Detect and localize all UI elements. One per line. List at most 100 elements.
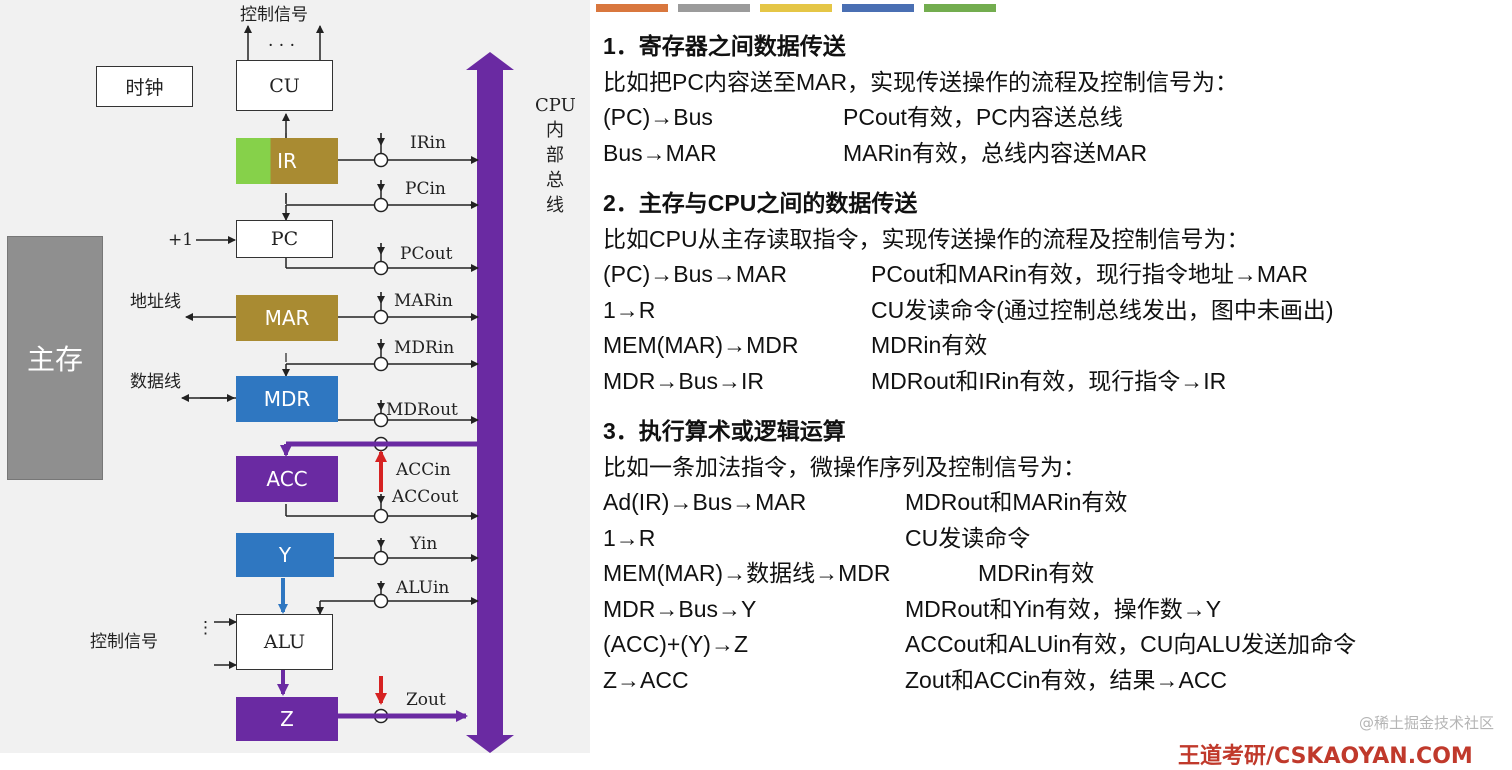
mar-label: MAR [264,306,310,330]
main-memory-block: 主存 [7,236,103,480]
operation-text: MEM(MAR)→数据线→MDR [603,560,891,586]
address-line-label: 地址线 [130,292,181,312]
operation-row: MDR→Bus→Y MDRout和Yin有效，操作数→Y [603,592,1503,628]
signal-yin: Yin [410,534,438,554]
acc-highlight-path [280,441,478,457]
control-tick-arrows [282,133,385,591]
control-signal-text: MARin有效，总线内容送MAR [843,139,1148,166]
control-signal-text: Zout和ACCin有效，结果→ACC [905,666,1228,693]
operation-row: MEM(MAR)→数据线→MDR MDRin有效 [603,556,1503,592]
cpu-bus-caption: CPU 内 部 总 线 [535,95,576,216]
operation-row: 1→R CU发读命令 [603,521,1503,557]
operation-row: Z→ACC Zout和ACCin有效，结果→ACC [603,663,1503,699]
mdr-register: MDR [236,376,338,422]
footer-brand: 王道考研/CSKAOYAN.COM [1178,744,1473,769]
alu-unit: ALU [236,614,333,670]
section-intro: 比如一条加法指令，微操作序列及控制信号为： [603,454,1086,480]
pc-register: PC [236,220,333,258]
y-register: Y [236,533,334,577]
signal-pcin: PCin [405,179,446,199]
main-memory-label: 主存 [26,343,83,376]
operation-row: (ACC)+(Y)→Z ACCout和ALUin有效，CU向ALU发送加命令 [603,627,1503,663]
y-label: Y [278,543,292,567]
plus-one-label: +1 [168,230,194,250]
operation-text: MDR→Bus→Y [603,595,757,622]
into-bus-arrows [470,156,479,605]
operation-text: Z→ACC [603,666,689,693]
operation-row: Ad(IR)→Bus→MAR MDRout和MARin有效 [603,485,1503,521]
signal-mdrout: MDRout [386,400,458,420]
operation-row: MEM(MAR)→MDR MDRin有效 [603,328,1503,364]
operation-text: 1→R [603,296,656,323]
slide-tab [842,4,914,12]
notes-section: 1．寄存器之间数据传送比如把PC内容送至MAR，实现传送操作的流程及控制信号为：… [603,28,1503,171]
section-title: 2．主存与CPU之间的数据传送 [603,190,918,216]
notes-section: 2．主存与CPU之间的数据传送比如CPU从主存读取指令，实现传送操作的流程及控制… [603,185,1503,399]
operation-text: Bus→MAR [603,139,717,166]
signal-pcout: PCout [400,244,453,264]
cu-register: CU [236,60,333,111]
acc-label: ACC [266,467,308,491]
top-control-signal-label: 控制信号 [240,5,308,25]
signal-zout: Zout [406,690,446,710]
slide-tab [760,4,832,12]
section-title: 1．寄存器之间数据传送 [603,33,846,59]
ir-label: IR [277,149,297,173]
operation-row: (PC)→Bus PCout有效，PC内容送总线 [603,100,1503,136]
control-signal-text: MDRout和MARin有效 [905,489,1128,515]
z-label: Z [280,707,294,731]
clock-label: 时钟 [125,77,164,99]
control-signal-text: MDRout和Yin有效，操作数→Y [905,595,1222,622]
operation-text: 1→R [603,524,656,551]
operation-text: Ad(IR)→Bus→MAR [603,489,807,515]
operation-text: (PC)→Bus [603,104,713,130]
signal-accout: ACCout [392,487,459,507]
acc-register: ACC [236,456,338,502]
operation-row: MDR→Bus→IR MDRout和IRin有效，现行指令→IR [603,364,1503,400]
top-dots: · · · [268,36,296,56]
watermark: @稀土掘金技术社区 [1358,714,1494,732]
operation-text: (ACC)+(Y)→Z [603,631,749,657]
slide-tab [924,4,996,12]
mdr-label: MDR [263,387,311,411]
control-signal-text: CU发读命令(通过控制总线发出，图中未画出) [871,296,1334,323]
operation-text: MEM(MAR)→MDR [603,332,799,358]
control-signal-text: MDRin有效 [978,560,1095,586]
control-signal-text: MDRout和IRin有效，现行指令→IR [871,367,1227,394]
signal-aluin: ALUin [396,578,450,598]
notes-panel: 1．寄存器之间数据传送比如把PC内容送至MAR，实现传送操作的流程及控制信号为：… [603,28,1503,712]
control-signal-text: CU发读命令 [905,524,1031,551]
control-signal-text: MDRin有效 [871,332,988,358]
cu-label: CU [269,74,300,97]
signal-accin: ACCin [396,460,451,480]
slide-tab [678,4,750,12]
operation-row: 1→R CU发读命令(通过控制总线发出，图中未画出) [603,293,1503,329]
slide-tab [596,4,668,12]
operation-text: (PC)→Bus→MAR [603,261,788,287]
cpu-internal-bus [466,52,514,753]
pc-label: PC [270,228,299,250]
signal-marin: MARin [394,291,453,311]
operation-row: Bus→MAR MARin有效，总线内容送MAR [603,136,1503,172]
control-signal-text: ACCout和ALUin有效，CU向ALU发送加命令 [905,631,1357,657]
ir-register: IR [236,138,338,184]
signal-mdrin: MDRin [394,338,455,358]
bus-gates [373,152,389,724]
section-intro: 比如CPU从主存读取指令，实现传送操作的流程及控制信号为： [603,226,1250,252]
control-signal-text: PCout有效，PC内容送总线 [843,104,1123,130]
signal-irin: IRin [410,133,446,153]
z-register: Z [236,697,338,741]
alu-label: ALU [263,631,306,653]
data-line-label: 数据线 [130,372,181,392]
control-signal-text: PCout和MARin有效，现行指令地址→MAR [871,261,1309,287]
notes-section: 3．执行算术或逻辑运算比如一条加法指令，微操作序列及控制信号为： Ad(IR)→B… [603,413,1503,698]
alu-control-dots: ⋮ [197,618,214,638]
clock-box: 时钟 [96,66,193,107]
cpu-datapath-diagram [181,25,514,753]
section-intro: 比如把PC内容送至MAR，实现传送操作的流程及控制信号为： [603,69,1239,95]
mar-register: MAR [236,295,338,341]
section-title: 3．执行算术或逻辑运算 [603,418,846,444]
operation-text: MDR→Bus→IR [603,367,765,394]
alu-control-signal-label: 控制信号 [90,632,158,652]
operation-row: (PC)→Bus→MAR PCout和MARin有效，现行指令地址→MAR [603,257,1503,293]
